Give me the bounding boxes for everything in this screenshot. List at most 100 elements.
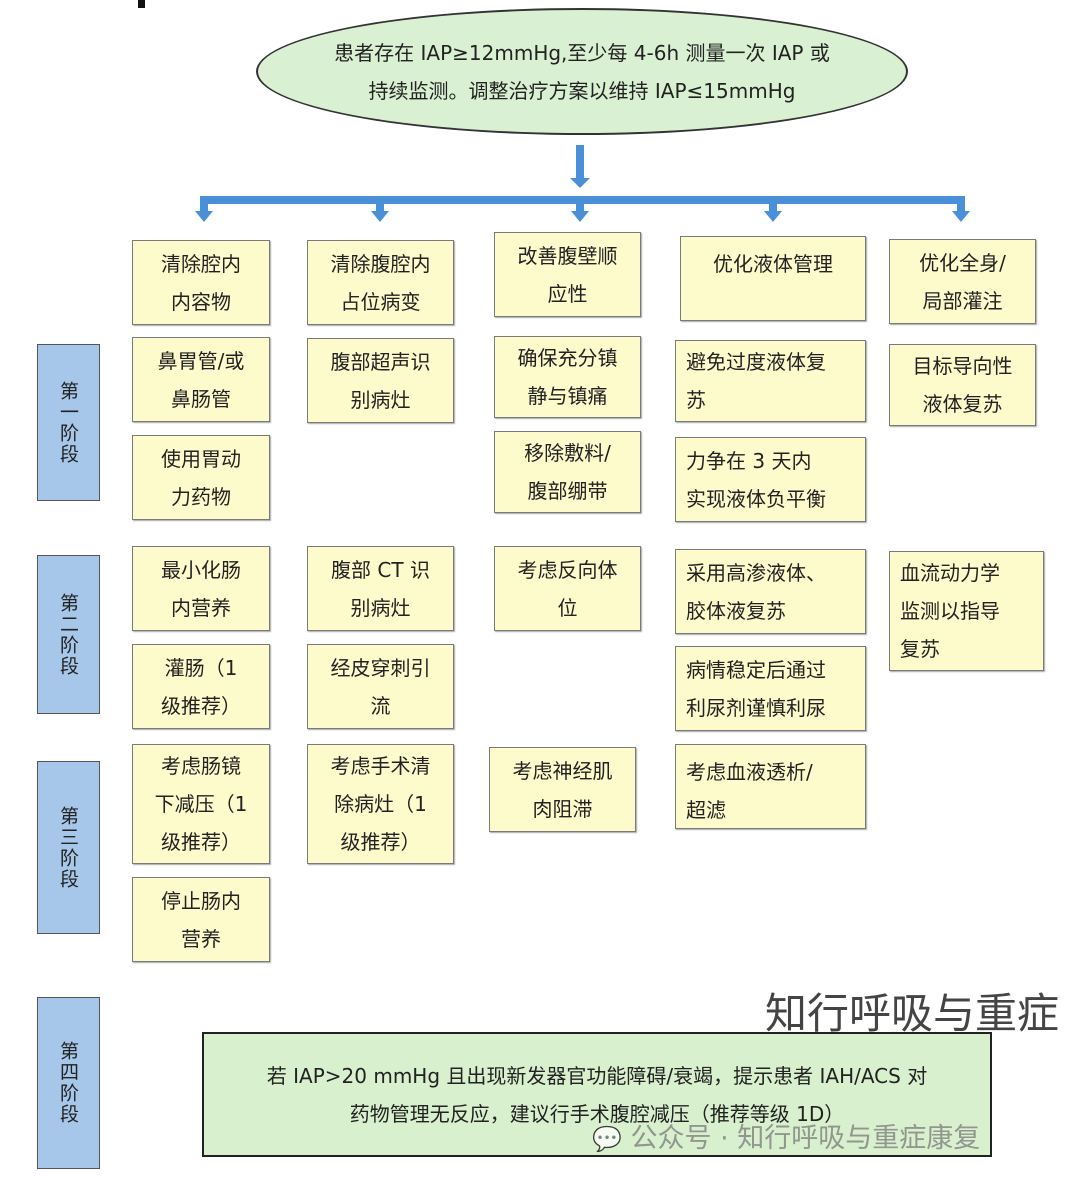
step-text: 力药物	[171, 484, 231, 509]
step-box: 考虑神经肌肉阻滞	[489, 747, 636, 832]
arrow-head	[195, 211, 213, 222]
arrow-head	[764, 211, 782, 222]
step-box: 使用胃动力药物	[132, 435, 270, 520]
step-text: 考虑肠镜	[160, 754, 241, 778]
step-text: 利尿剂谨慎利尿	[686, 695, 826, 720]
arrow-head	[952, 211, 970, 222]
step-text: 别病灶	[350, 387, 411, 412]
step-box: 停止肠内营养	[132, 877, 270, 962]
header-line-1: 患者存在 IAP≥12mmHg,至少每 4-6h 测量一次 IAP 或	[334, 40, 830, 65]
step-text: 考虑手术清	[330, 754, 431, 778]
step-text: 力争在 3 天内	[686, 448, 812, 473]
step-text: 肉阻滞	[532, 796, 593, 821]
step-box: 优化全身/局部灌注	[889, 239, 1036, 324]
cursor-mark	[138, 0, 145, 8]
step-text: 优化液体管理	[713, 252, 833, 276]
step-text: 清除腹腔内	[330, 251, 431, 276]
step-box: 避免过度液体复苏	[675, 340, 866, 422]
watermark-title: 知行呼吸与重症	[765, 989, 1060, 1038]
step-text: 内容物	[171, 289, 231, 314]
branch-arrow	[769, 200, 777, 214]
step-box: 血流动力学监测以指导复苏	[889, 551, 1044, 671]
step-text: 位	[557, 595, 578, 620]
branch-arrow	[200, 200, 208, 214]
step-box: 清除腔内内容物	[132, 240, 270, 325]
step-box: 腹部 CT 识别病灶	[307, 546, 454, 631]
step-box: 考虑反向体位	[494, 546, 641, 631]
step-text: 腹部 CT 识	[331, 557, 430, 582]
step-text: 胶体液复苏	[686, 598, 786, 623]
step-text: 液体复苏	[922, 392, 1003, 416]
step-box: 改善腹壁顺应性	[494, 232, 641, 317]
step-text: 采用高渗液体、	[686, 560, 826, 585]
step-text: 级推荐）	[340, 830, 421, 854]
step-box: 鼻胃管/或鼻肠管	[132, 337, 270, 422]
step-text: 局部灌注	[922, 288, 1003, 313]
step-text: 应性	[547, 281, 588, 306]
step-text: 停止肠内	[161, 888, 241, 913]
step-text: 监测以指导	[900, 599, 1000, 623]
final-line-1: 若 IAP>20 mmHg 且出现新发器官功能障碍/衰竭，提示患者 IAH/AC…	[266, 1063, 928, 1088]
arrow-head	[371, 211, 389, 222]
step-text: 鼻肠管	[171, 386, 231, 411]
step-text: 考虑血液透析/	[686, 760, 813, 784]
step-text: 实现液体负平衡	[686, 486, 826, 511]
step-text: 超滤	[686, 798, 726, 822]
step-text: 改善腹壁顺	[517, 243, 618, 268]
step-text: 经皮穿刺引	[330, 655, 431, 680]
step-text: 确保充分镇	[517, 346, 618, 370]
step-box: 考虑手术清除病灶（1 级推荐）	[307, 744, 454, 864]
step-box: 灌肠（1 级推荐）	[132, 644, 270, 729]
wechat-icon: 💬	[592, 1125, 622, 1153]
final-line-2: 药物管理无反应，建议行手术腹腔减压（推荐等级 1D）	[349, 1101, 845, 1126]
step-text: 级推荐）	[161, 693, 241, 718]
step-text: 避免过度液体复	[686, 350, 826, 374]
step-box: 经皮穿刺引流	[307, 644, 454, 729]
watermark-account-text: 公众号 · 知行呼吸与重症康复	[630, 1123, 981, 1154]
step-text: 营养	[181, 926, 221, 951]
branch-arrow	[957, 200, 965, 214]
stage-label: 第四阶段	[37, 997, 100, 1169]
step-box: 腹部超声识别病灶	[307, 338, 454, 423]
branch-arrows	[195, 145, 970, 222]
step-text: 考虑反向体	[517, 557, 618, 582]
stage-label: 第二阶段	[37, 555, 100, 714]
step-text: 内营养	[171, 595, 231, 620]
step-text: 最小化肠	[161, 557, 241, 582]
step-box: 病情稳定后通过利尿剂谨慎利尿	[675, 646, 866, 731]
step-box: 确保充分镇静与镇痛	[494, 336, 641, 418]
step-text: 腹部绷带	[527, 479, 608, 503]
step-text: 目标导向性	[912, 354, 1013, 378]
step-text: 下减压（1	[154, 792, 248, 816]
step-box: 力争在 3 天内实现液体负平衡	[675, 437, 866, 522]
step-box: 优化液体管理	[680, 236, 866, 321]
step-text: 鼻胃管/或	[157, 348, 245, 373]
step-text: 苏	[686, 388, 706, 412]
step-text: 移除敷料/	[524, 441, 611, 465]
step-text: 除病灶（1	[334, 792, 427, 816]
step-text: 别病灶	[350, 595, 411, 620]
step-box: 采用高渗液体、胶体液复苏	[675, 549, 866, 634]
step-box: 移除敷料/腹部绷带	[494, 431, 641, 513]
branch-arrow	[376, 200, 384, 214]
header-ellipse: 患者存在 IAP≥12mmHg,至少每 4-6h 测量一次 IAP 或持续监测。…	[256, 8, 908, 135]
stage-four-box: 若 IAP>20 mmHg 且出现新发器官功能障碍/衰竭，提示患者 IAH/AC…	[202, 1032, 992, 1157]
step-text: 复苏	[900, 637, 940, 661]
step-text: 优化全身/	[919, 250, 1006, 275]
step-text: 腹部超声识	[330, 349, 431, 374]
stage-label: 第一阶段	[37, 344, 100, 501]
step-text: 占位病变	[340, 289, 421, 314]
stage-label: 第三阶段	[37, 761, 100, 934]
step-text: 考虑神经肌	[512, 758, 613, 783]
step-box: 目标导向性液体复苏	[889, 344, 1036, 426]
step-box: 考虑血液透析/超滤	[675, 744, 866, 829]
step-box: 清除腹腔内占位病变	[307, 240, 454, 325]
step-text: 灌肠（1	[164, 655, 238, 680]
branch-arrow	[576, 200, 584, 214]
watermark-account: 💬 公众号 · 知行呼吸与重症康复	[592, 1116, 980, 1155]
step-text: 使用胃动	[161, 446, 241, 471]
step-text: 清除腔内	[161, 251, 241, 276]
step-box: 最小化肠内营养	[132, 546, 270, 631]
